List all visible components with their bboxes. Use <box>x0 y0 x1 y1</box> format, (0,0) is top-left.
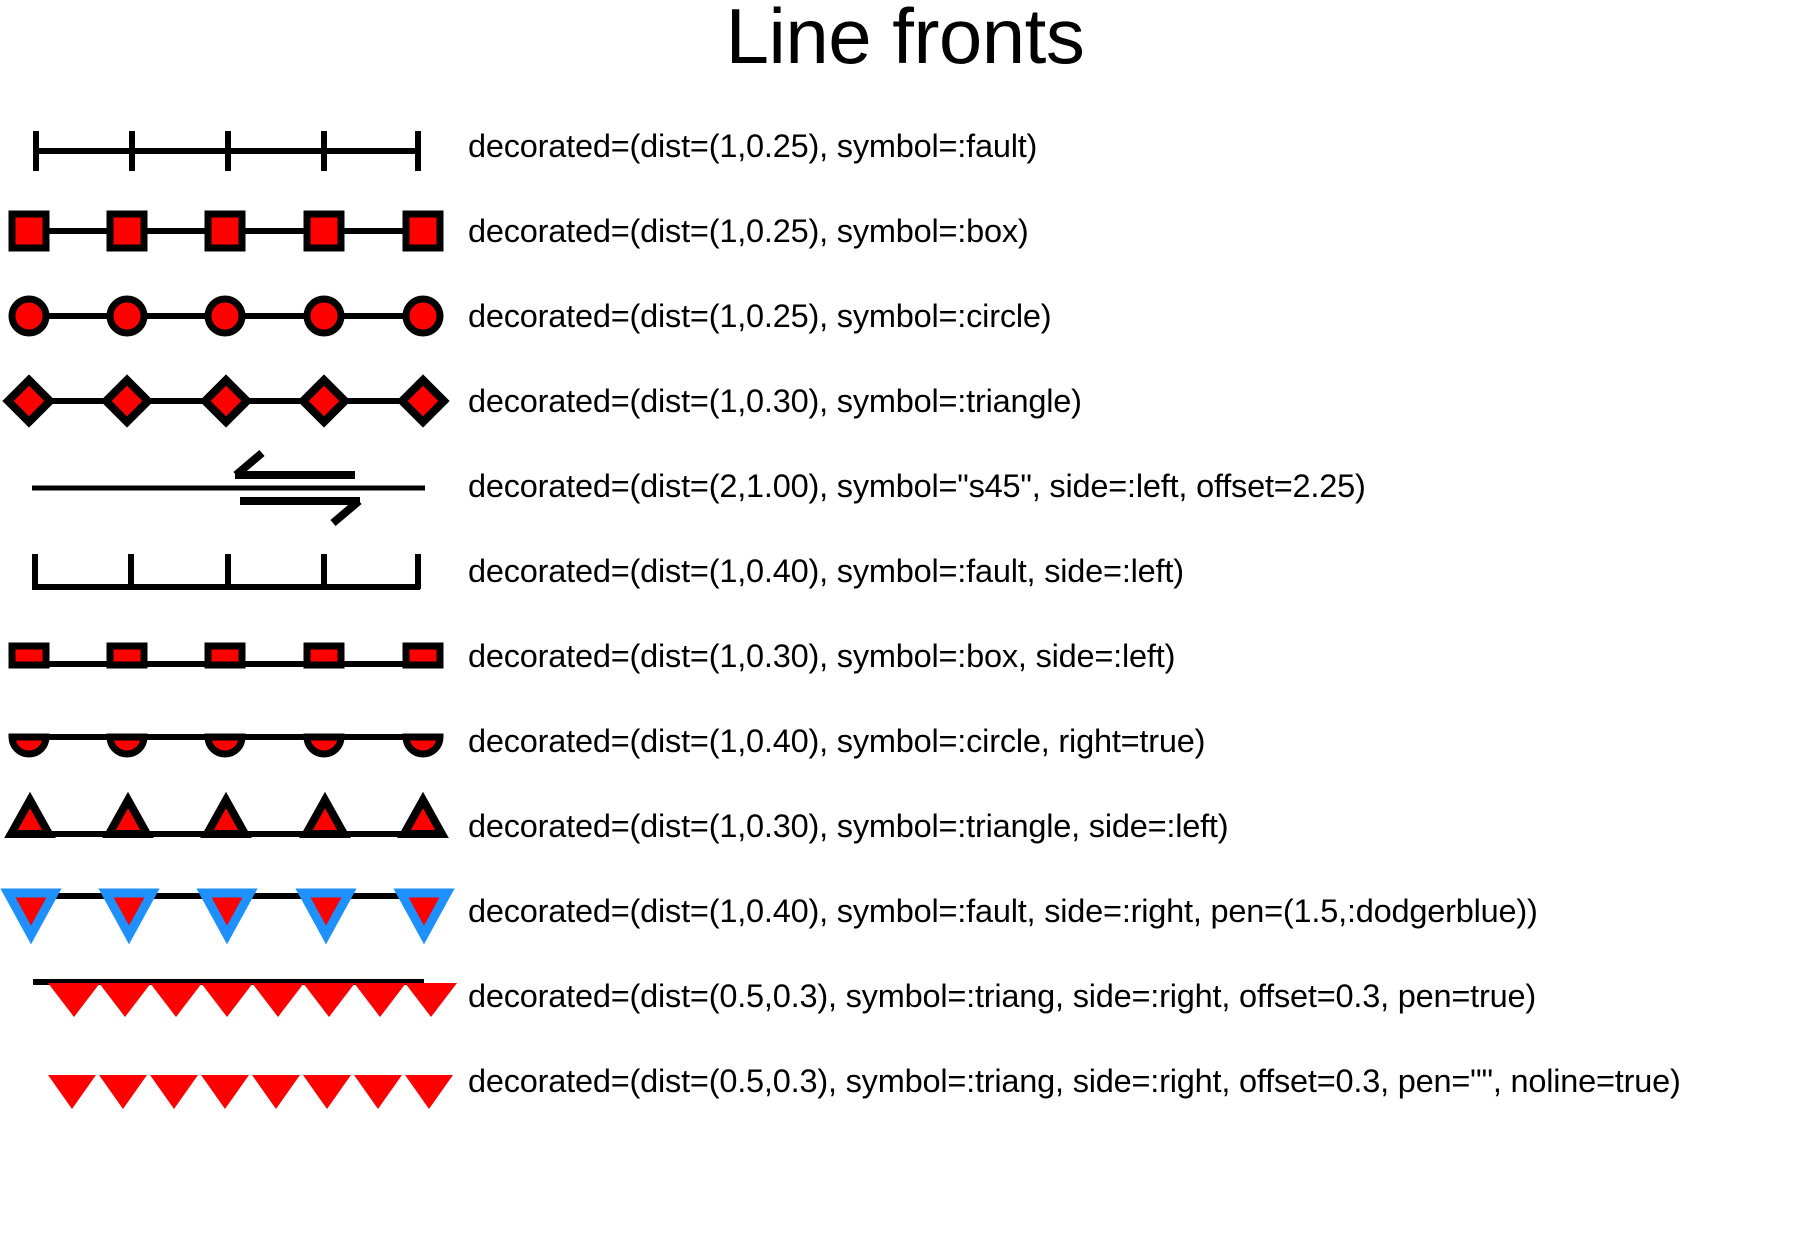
sample-box-left <box>0 614 460 699</box>
row-label: decorated=(dist=(1,0.40), symbol=:circle… <box>468 723 1206 759</box>
row-label: decorated=(dist=(1,0.25), symbol=:box) <box>468 213 1029 249</box>
line-front-row: decorated=(dist=(1,0.30), symbol=:triang… <box>0 359 1810 444</box>
sample-circle-right <box>0 699 460 784</box>
sample-s45-strikeslip <box>0 444 460 529</box>
line-front-row: decorated=(dist=(1,0.40), symbol=:circle… <box>0 699 1810 784</box>
sample-fault-left <box>0 529 460 614</box>
sample-circle-center <box>0 274 460 359</box>
line-front-row: decorated=(dist=(0.5,0.3), symbol=:trian… <box>0 1039 1810 1124</box>
row-label: decorated=(dist=(1,0.30), symbol=:box, s… <box>468 638 1176 674</box>
sample-box-center <box>0 189 460 274</box>
row-label: decorated=(dist=(1,0.30), symbol=:triang… <box>468 808 1229 844</box>
row-label: decorated=(dist=(0.5,0.3), symbol=:trian… <box>468 1063 1681 1099</box>
row-label: decorated=(dist=(1,0.40), symbol=:fault,… <box>468 893 1538 929</box>
sample-triangle-center <box>0 359 460 444</box>
sample-triang-dense-pen <box>0 954 460 1039</box>
line-front-row: decorated=(dist=(2,1.00), symbol="s45", … <box>0 444 1810 529</box>
sample-triangle-up-left <box>0 784 460 869</box>
row-label: decorated=(dist=(1,0.40), symbol=:fault,… <box>468 553 1184 589</box>
line-front-row: decorated=(dist=(1,0.25), symbol=:box) <box>0 189 1810 274</box>
row-label: decorated=(dist=(1,0.25), symbol=:circle… <box>468 298 1052 334</box>
sample-triangle-down-dodgerblue <box>0 869 460 954</box>
line-fronts-list: decorated=(dist=(1,0.25), symbol=:fault)… <box>0 104 1810 1124</box>
line-front-row: decorated=(dist=(1,0.25), symbol=:circle… <box>0 274 1810 359</box>
row-label: decorated=(dist=(1,0.30), symbol=:triang… <box>468 383 1082 419</box>
line-front-row: decorated=(dist=(1,0.40), symbol=:fault,… <box>0 529 1810 614</box>
row-label: decorated=(dist=(2,1.00), symbol="s45", … <box>468 468 1366 504</box>
sample-triang-dense-noline <box>0 1039 460 1124</box>
sample-fault-right <box>0 104 460 189</box>
line-front-row: decorated=(dist=(1,0.30), symbol=:triang… <box>0 784 1810 869</box>
line-front-row: decorated=(dist=(0.5,0.3), symbol=:trian… <box>0 954 1810 1039</box>
line-front-row: decorated=(dist=(1,0.25), symbol=:fault) <box>0 104 1810 189</box>
row-label: decorated=(dist=(0.5,0.3), symbol=:trian… <box>468 978 1536 1014</box>
row-label: decorated=(dist=(1,0.25), symbol=:fault) <box>468 128 1038 164</box>
page-title: Line fronts <box>725 0 1085 80</box>
line-front-row: decorated=(dist=(1,0.40), symbol=:fault,… <box>0 869 1810 954</box>
line-front-row: decorated=(dist=(1,0.30), symbol=:box, s… <box>0 614 1810 699</box>
